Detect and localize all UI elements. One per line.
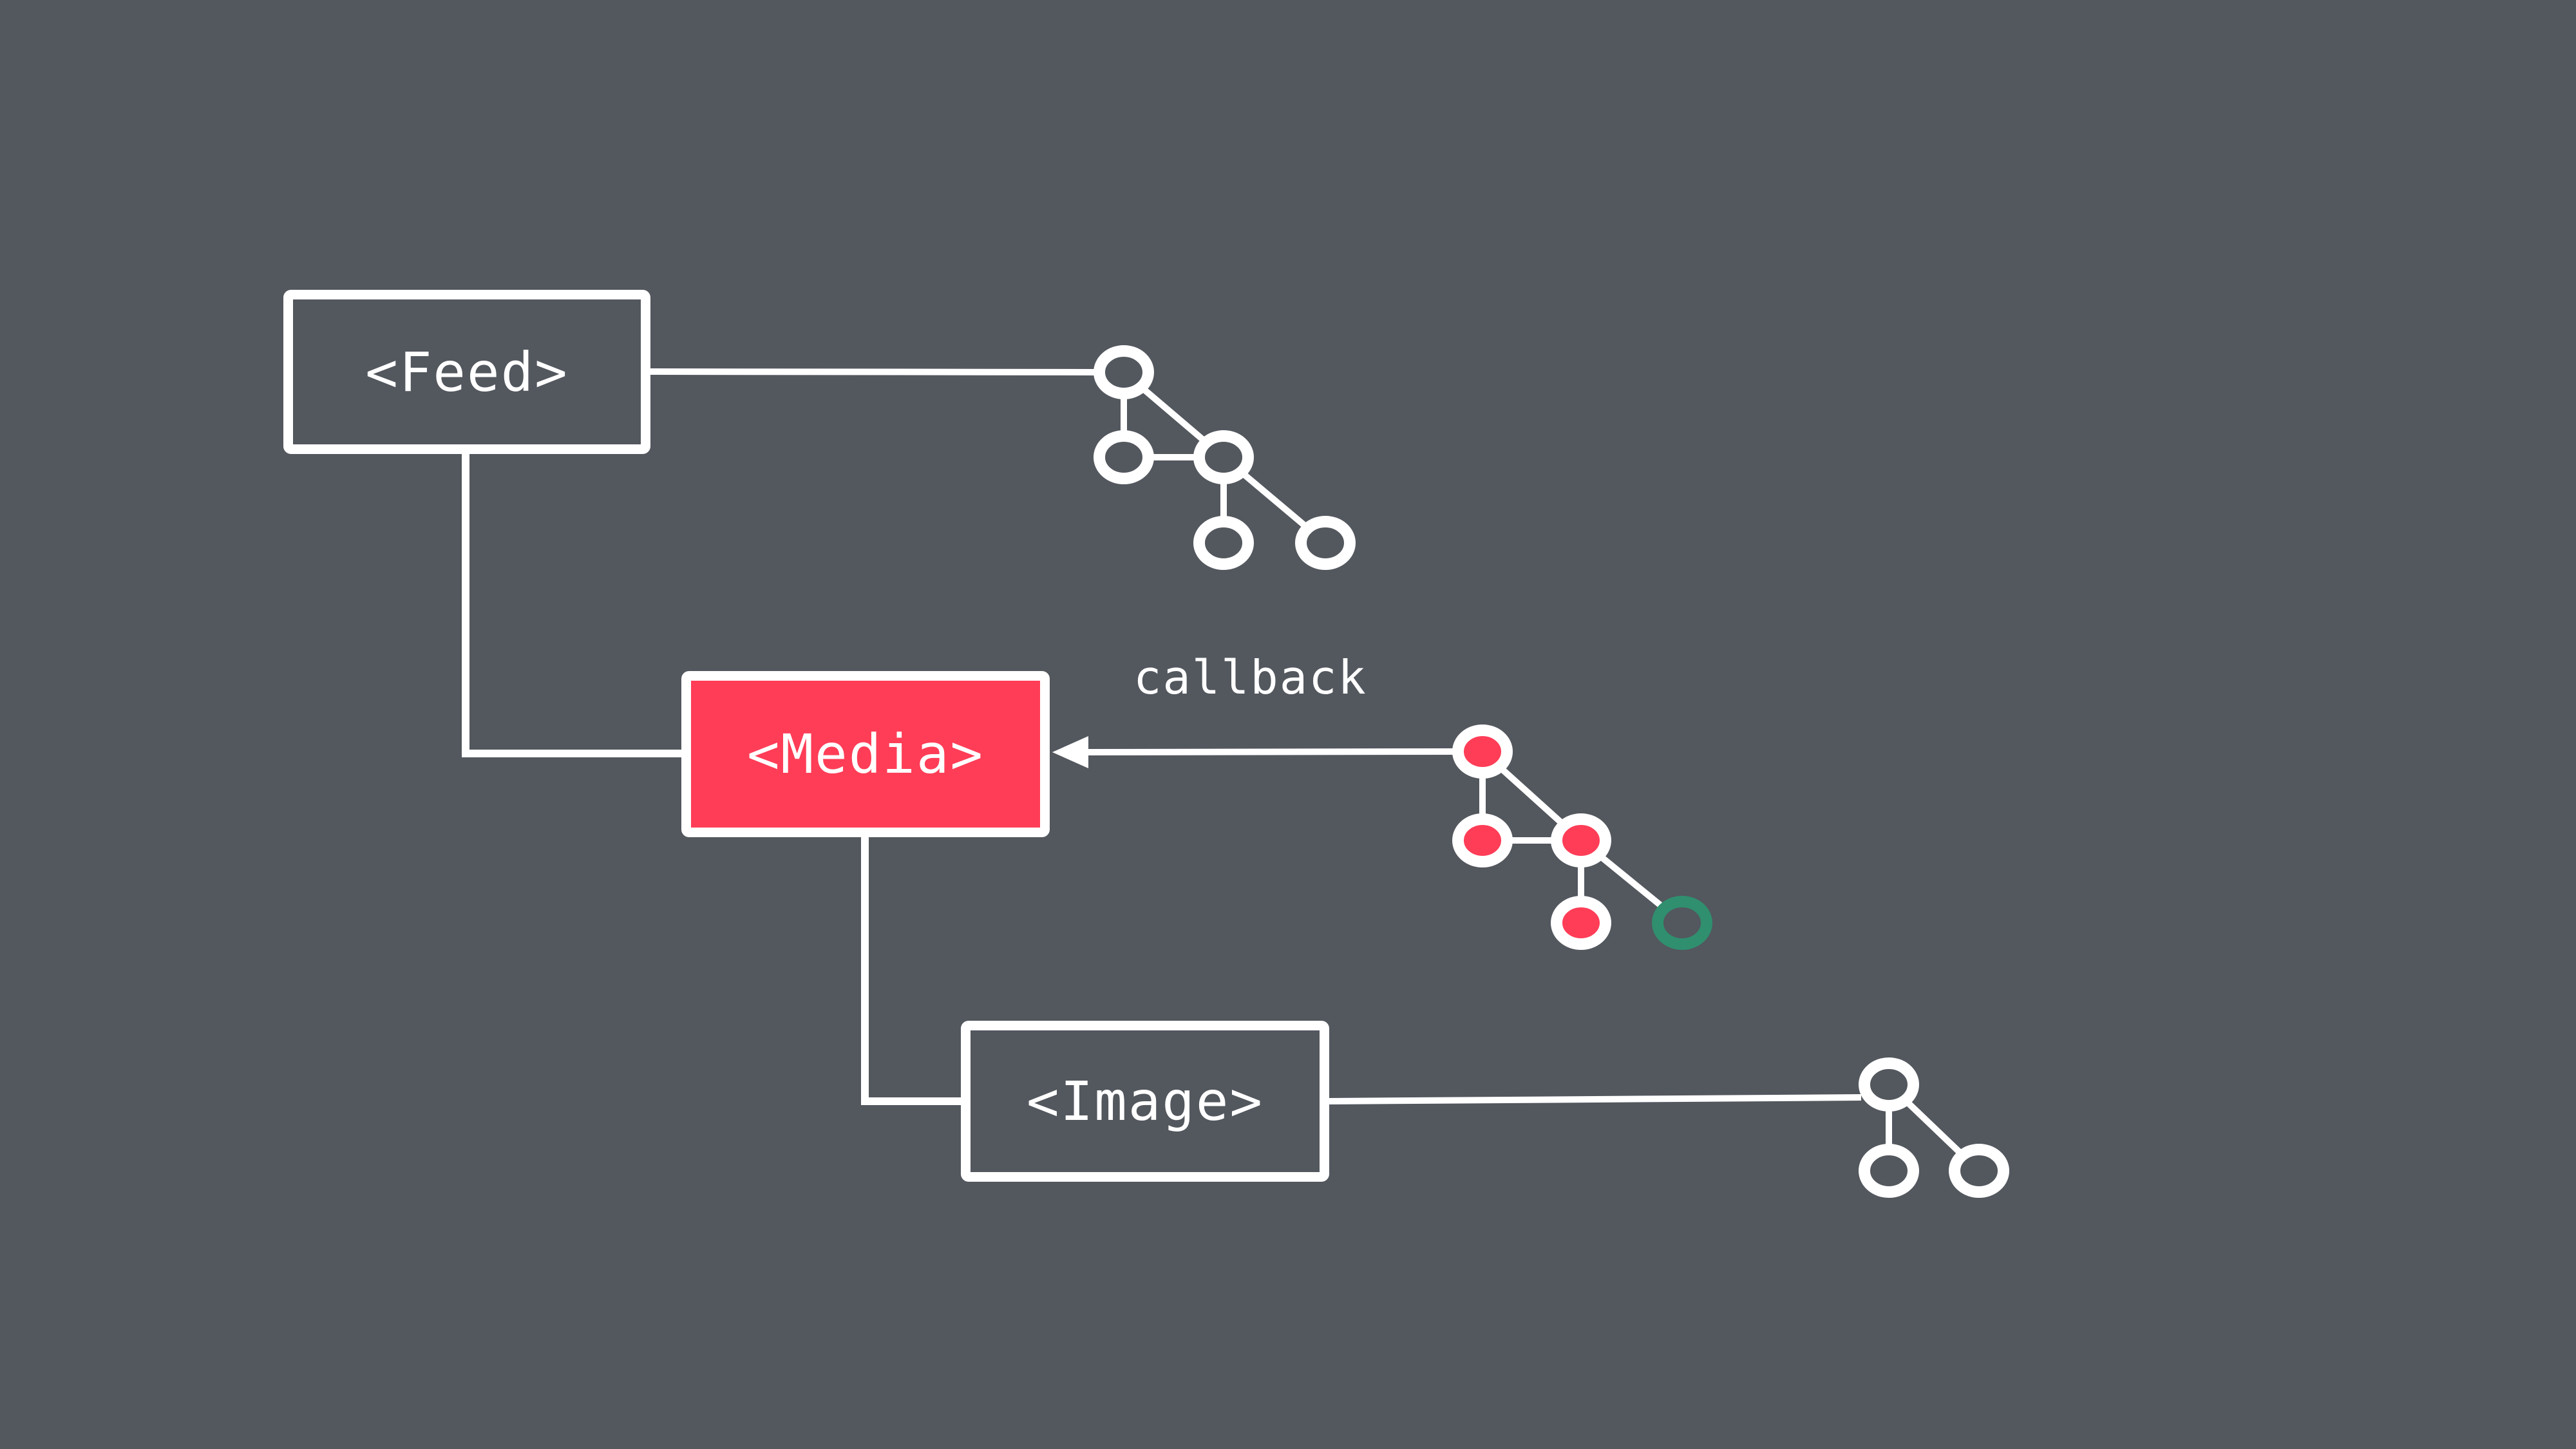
tree-node (1949, 1144, 2009, 1198)
media-to-image-connector (861, 837, 961, 1105)
image-to-tree-line (1329, 1094, 1862, 1104)
image-component-label: <Image> (1026, 1070, 1264, 1133)
feed-to-media-connector (462, 454, 681, 757)
tree-node (1859, 1057, 1919, 1112)
tree-node-new (1652, 896, 1712, 950)
tree-node-active (1452, 813, 1513, 867)
callback-arrow-head (1052, 736, 1088, 768)
feed-tree (1094, 345, 1356, 570)
tree-node-active (1551, 813, 1611, 867)
feed-component-box: <Feed> (283, 290, 650, 454)
tree-node (1859, 1144, 1919, 1198)
media-tree (1452, 724, 1712, 950)
tree-node-active (1551, 896, 1611, 950)
media-component-box: <Media> (681, 671, 1050, 837)
tree-node-active (1452, 724, 1513, 779)
tree-node (1094, 345, 1154, 399)
tree-node (1094, 430, 1154, 484)
tree-node (1193, 516, 1254, 570)
callback-label: callback (1133, 650, 1367, 705)
image-tree (1859, 1057, 2009, 1198)
feed-component-label: <Feed> (365, 340, 569, 404)
media-component-label: <Media> (746, 723, 984, 786)
tree-node (1295, 516, 1356, 570)
image-component-box: <Image> (961, 1021, 1329, 1182)
tree-node (1193, 430, 1254, 484)
